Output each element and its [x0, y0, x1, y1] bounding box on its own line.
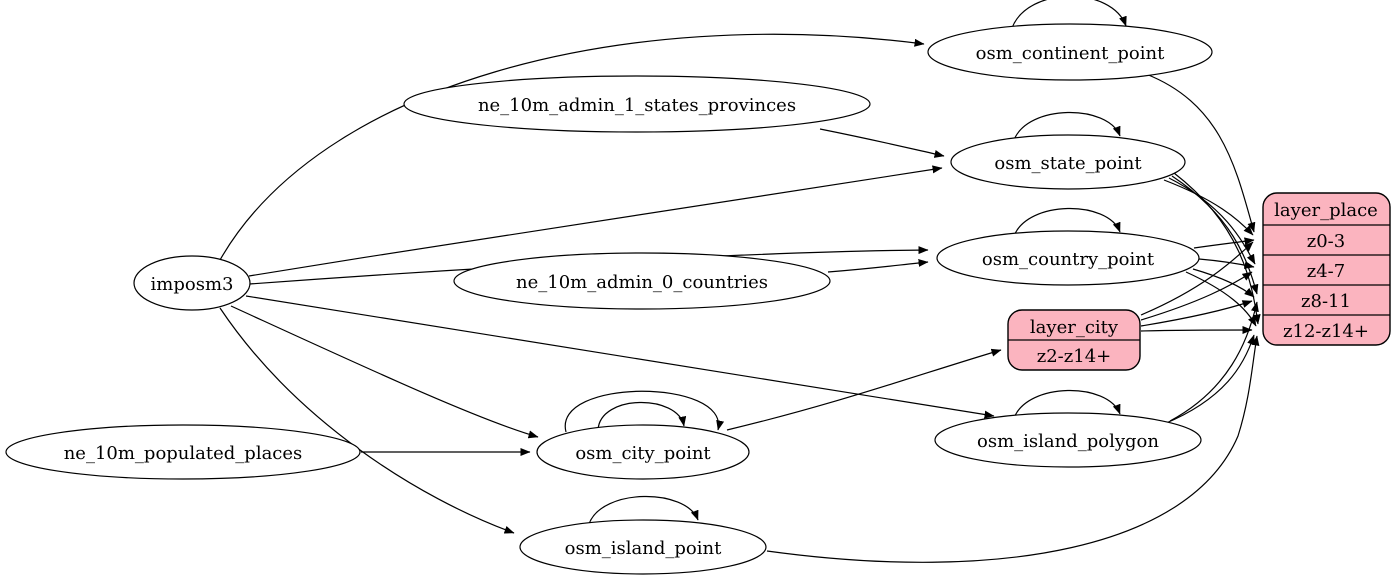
osm-island-point-ellipse	[519, 519, 767, 575]
node-ne-10m-admin-0-countries: ne_10m_admin_0_countries	[453, 252, 831, 310]
layer-city-title: layer_city	[1030, 317, 1119, 338]
edge-imposm3-to-osm-island-point	[219, 307, 515, 534]
osm-island-polygon-ellipse	[934, 412, 1202, 468]
osm-city-point-ellipse	[536, 424, 750, 480]
osm-state-point-label: osm_state_point	[994, 153, 1142, 174]
edge-layer-city-to-layer-place-z4-7	[1140, 271, 1253, 321]
edge-osm-island-polygon-to-layer-place-z12-z14	[1163, 334, 1255, 425]
imposm3-ellipse	[133, 255, 251, 311]
layer-place-row-z4-7: z4-7	[1307, 261, 1345, 282]
node-imposm3: imposm3	[133, 255, 251, 311]
node-osm-city-point: osm_city_point	[536, 424, 750, 480]
ne-10m-populated-places-ellipse	[5, 424, 361, 480]
node-osm-country-point: osm_country_point	[936, 230, 1200, 286]
node-ne-10m-populated-places: ne_10m_populated_places	[5, 424, 361, 480]
imposm3-label: imposm3	[151, 274, 234, 295]
edge-layer-city-to-layer-place-z0-3	[1140, 241, 1254, 316]
osm-island-point-label: osm_island_point	[565, 538, 722, 559]
edge-osm-state-point-to-layer-place-z8-11	[1171, 175, 1259, 295]
edge-layer-city-to-layer-place-z12-z14	[1140, 326, 1253, 335]
node-layer-place: layer_place z0-3 z4-7 z8-11 z12-z14+	[1262, 192, 1391, 346]
osm-country-point-label: osm_country_point	[982, 249, 1155, 270]
edge-imposm3-to-osm-continent-point	[219, 33, 925, 261]
node-osm-island-point: osm_island_point	[519, 519, 767, 575]
ne-10m-admin-0-countries-ellipse	[453, 252, 831, 310]
edge-osm-island-polygon-to-layer-place-z8-11	[1169, 301, 1259, 422]
osm-country-point-ellipse	[936, 230, 1200, 286]
ne-10m-admin-1-states-provinces-ellipse	[403, 75, 871, 133]
edge-osm-state-point-to-layer-place-z4-7	[1168, 177, 1256, 265]
osm-city-point-label: osm_city_point	[575, 443, 711, 464]
edge-osm-city-point-to-layer-city-z2-z14	[726, 348, 1002, 431]
selfloop-osm-city-point-outer	[564, 390, 725, 433]
node-ne-10m-admin-1-states-provinces: ne_10m_admin_1_states_provinces	[403, 75, 871, 133]
layer-city-row-z2-z14: z2-z14+	[1037, 346, 1112, 367]
layer-place-row-z0-3: z0-3	[1307, 231, 1345, 252]
edge-osm-country-point-to-layer-place-z0-3	[1193, 237, 1255, 249]
selfloop-osm-island-point	[588, 495, 699, 525]
osm-continent-point-ellipse	[927, 23, 1213, 81]
ne-10m-populated-places-label: ne_10m_populated_places	[64, 443, 303, 464]
edge-imposm3-to-osm-island-polygon	[245, 295, 995, 419]
layer-place-row-z12-z14: z12-z14+	[1283, 321, 1369, 342]
osm-island-polygon-label: osm_island_polygon	[977, 431, 1159, 452]
selfloop-osm-continent-point	[1011, 0, 1127, 29]
edge-ne-10m-admin-0-countries-to-osm-country-point	[827, 258, 929, 273]
edge-osm-state-point-to-layer-place-z0-3	[1163, 179, 1254, 236]
ne-10m-admin-1-states-provinces-label: ne_10m_admin_1_states_provinces	[478, 95, 796, 116]
layer-place-row-z8-11: z8-11	[1301, 291, 1351, 312]
edge-osm-country-point-to-layer-place-z12-z14	[1185, 271, 1257, 327]
edge-imposm3-to-osm-city-point	[230, 305, 539, 439]
node-osm-island-polygon: osm_island_polygon	[934, 412, 1202, 468]
edge-osm-country-point-to-layer-place-z8-11	[1192, 268, 1255, 298]
selfloop-osm-island-polygon	[1013, 389, 1121, 419]
layer-place-title: layer_place	[1274, 200, 1378, 221]
edge-osm-island-point-to-layer-place-z12-z14	[766, 335, 1260, 563]
selfloop-osm-city-point-inner	[597, 401, 687, 431]
osm-continent-point-label: osm_continent_point	[976, 43, 1165, 64]
edge-osm-continent-point-to-layer-place-z0-3	[1145, 73, 1256, 233]
node-layer-city: layer_city z2-z14+	[1007, 309, 1141, 371]
selfloop-osm-country-point	[1013, 207, 1121, 237]
ne-10m-admin-0-countries-label: ne_10m_admin_0_countries	[516, 272, 768, 293]
node-osm-state-point: osm_state_point	[950, 134, 1186, 190]
osm-state-point-ellipse	[950, 134, 1186, 190]
node-osm-continent-point: osm_continent_point	[927, 23, 1213, 81]
layer-place-box	[1262, 192, 1391, 346]
selfloop-osm-state-point	[1013, 111, 1121, 141]
edge-ne-10m-admin-1-states-provinces-to-osm-state-point	[819, 128, 945, 158]
edge-layer-city-to-layer-place-z8-11	[1140, 300, 1253, 327]
